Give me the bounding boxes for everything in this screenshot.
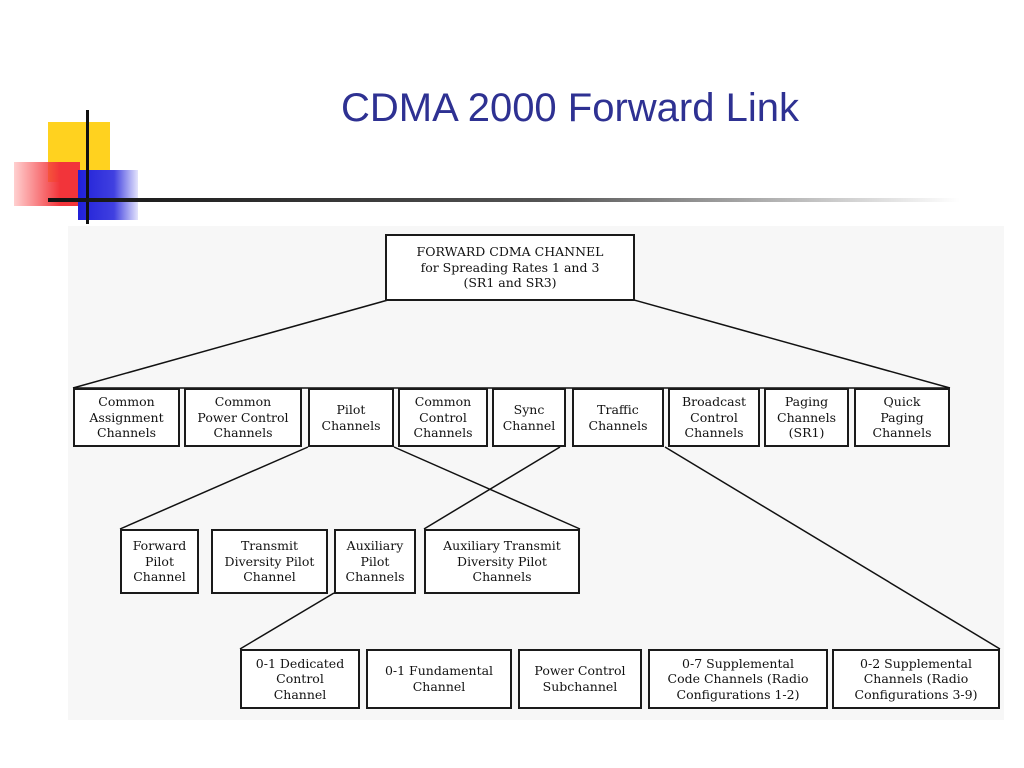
level1-node: Common Control Channels — [398, 388, 488, 447]
edge-pilot-to-forward-pilot — [119, 446, 309, 530]
level3-node: 0-1 Fundamental Channel — [366, 649, 512, 709]
level2-node: Auxiliary Transmit Diversity Pilot Chann… — [424, 529, 580, 594]
level1-node: Broadcast Control Channels — [668, 388, 760, 447]
edge-traffic-to-level3 — [664, 446, 1001, 650]
level1-node: Pilot Channels — [308, 388, 394, 447]
level1-node: Paging Channels (SR1) — [764, 388, 849, 447]
decor-vertical-line — [86, 110, 89, 224]
level3-node: Power Control Subchannel — [518, 649, 642, 709]
level1-node: Common Power Control Channels — [184, 388, 302, 447]
level1-node: Common Assignment Channels — [73, 388, 180, 447]
edge-aux-pilot-to-level3 — [239, 592, 335, 650]
level3-node: 0-2 Supplemental Channels (Radio Configu… — [832, 649, 1000, 709]
level2-node: Forward Pilot Channel — [120, 529, 199, 594]
channel-hierarchy-diagram: FORWARD CDMA CHANNEL for Spreading Rates… — [68, 226, 1004, 720]
root-node: FORWARD CDMA CHANNEL for Spreading Rates… — [385, 234, 635, 301]
edge-pilot-to-aux-transmit — [393, 446, 581, 530]
level1-node: Sync Channel — [492, 388, 566, 447]
decor-horizontal-rule — [48, 198, 960, 202]
level3-node: 0-7 Supplemental Code Channels (Radio Co… — [648, 649, 828, 709]
level2-node: Transmit Diversity Pilot Channel — [211, 529, 328, 594]
level3-node: 0-1 Dedicated Control Channel — [240, 649, 360, 709]
slide-title: CDMA 2000 Forward Link — [341, 86, 799, 130]
level2-node: Auxiliary Pilot Channels — [334, 529, 416, 594]
level1-node: Traffic Channels — [572, 388, 664, 447]
edge-root-to-level1 — [72, 299, 389, 389]
edge-traffic-to-level2 — [423, 446, 561, 530]
level1-node: Quick Paging Channels — [854, 388, 950, 447]
edge-root-to-level1 — [633, 299, 951, 389]
